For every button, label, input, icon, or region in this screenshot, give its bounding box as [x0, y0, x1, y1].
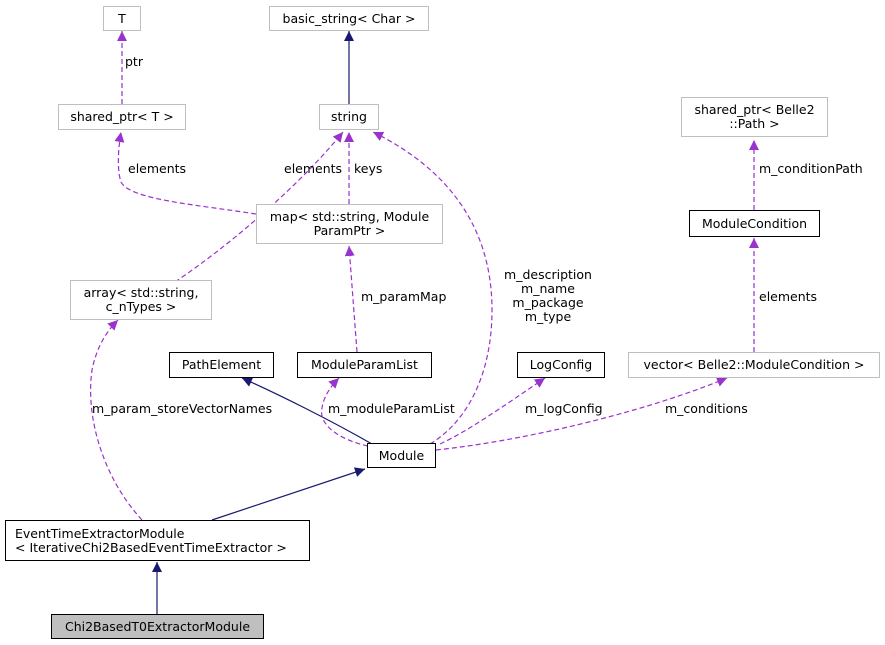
- edge-label-member-block: m_description m_name m_package m_type: [498, 268, 598, 324]
- node-path-element-label: PathElement: [181, 357, 262, 372]
- node-log-config-label: LogConfig: [529, 357, 593, 372]
- node-shared-ptr-t-label: shared_ptr< T >: [70, 109, 174, 124]
- edge-label-m-param-store-vector-names: m_param_storeVectorNames: [92, 401, 273, 416]
- node-array-line2: c_nTypes >: [105, 299, 177, 314]
- edge-label-m-condition-path: m_conditionPath: [759, 161, 863, 176]
- edge-param-list-to-map: [344, 245, 358, 353]
- node-map-line1: map< std::string, Module: [269, 209, 430, 224]
- node-module-label: Module: [378, 447, 425, 463]
- node-chi2-based-t0-extractor-module-label: Chi2BasedT0ExtractorModule: [64, 618, 251, 634]
- node-path-element[interactable]: PathElement: [169, 352, 274, 378]
- node-shared-ptr-path-line1: shared_ptr< Belle2: [694, 102, 815, 117]
- node-shared-ptr-t[interactable]: shared_ptr< T >: [58, 104, 186, 130]
- node-map[interactable]: map< std::string, Module ParamPtr >: [256, 204, 443, 244]
- edge-label-m-param-map: m_paramMap: [361, 289, 447, 304]
- edge-module-to-log-config: [439, 377, 546, 445]
- edge-label-m-conditions: m_conditions: [665, 401, 748, 416]
- node-map-line2: ParamPtr >: [313, 223, 386, 238]
- node-shared-ptr-path[interactable]: shared_ptr< Belle2 ::Path >: [681, 97, 828, 137]
- edge-label-elements-right: elements: [759, 289, 818, 304]
- node-basic-string[interactable]: basic_string< Char >: [269, 6, 429, 31]
- node-array[interactable]: array< std::string, c_nTypes >: [70, 280, 212, 320]
- edge-event-extractor-to-array: [90, 319, 143, 521]
- edge-module-to-param-list: [321, 377, 369, 447]
- edge-module-to-path-element: [241, 377, 373, 445]
- node-event-time-extractor-line1: EventTimeExtractorModule: [15, 525, 185, 541]
- node-t[interactable]: T: [103, 6, 141, 31]
- edge-module-to-vector: [435, 377, 728, 451]
- node-module-condition-label: ModuleCondition: [701, 215, 808, 231]
- edge-label-m-description: m_description: [504, 267, 592, 282]
- node-basic-string-label: basic_string< Char >: [282, 10, 416, 26]
- node-t-label: T: [118, 10, 126, 26]
- edge-label-m-package: m_package: [512, 295, 584, 310]
- edge-module-to-string: [372, 131, 493, 445]
- node-event-time-extractor-line2: < IterativeChi2BasedEventTimeExtractor >: [15, 539, 287, 555]
- edge-label-m-log-config: m_logConfig: [525, 401, 603, 416]
- node-string-label: string: [331, 109, 367, 124]
- node-array-line1: array< std::string,: [83, 285, 199, 300]
- node-vector[interactable]: vector< Belle2::ModuleCondition >: [628, 352, 880, 378]
- edge-label-elements-left: elements: [128, 161, 187, 176]
- edge-label-m-name: m_name: [521, 281, 575, 296]
- edge-label-m-module-param-list: m_moduleParamList: [328, 401, 455, 416]
- node-event-time-extractor[interactable]: EventTimeExtractorModule < IterativeChi2…: [5, 520, 310, 561]
- node-log-config[interactable]: LogConfig: [517, 352, 605, 378]
- edge-label-keys: keys: [354, 161, 383, 176]
- edge-map-to-shared-ptr: [114, 131, 257, 215]
- node-shared-ptr-path-line2: ::Path >: [729, 116, 780, 131]
- node-chi2-based-t0-extractor-module[interactable]: Chi2BasedT0ExtractorModule: [51, 614, 264, 639]
- edge-label-ptr: ptr: [125, 54, 143, 69]
- node-string[interactable]: string: [319, 104, 379, 130]
- node-module-param-list-label: ModuleParamList: [311, 357, 418, 372]
- node-module-condition[interactable]: ModuleCondition: [689, 210, 820, 237]
- node-module-param-list[interactable]: ModuleParamList: [297, 352, 432, 378]
- edge-event-extractor-to-module: [211, 467, 366, 521]
- node-vector-label: vector< Belle2::ModuleCondition >: [643, 357, 865, 372]
- edge-label-m-type: m_type: [524, 309, 572, 324]
- edge-label-elements-mid: elements: [284, 161, 343, 176]
- node-module[interactable]: Module: [367, 443, 436, 468]
